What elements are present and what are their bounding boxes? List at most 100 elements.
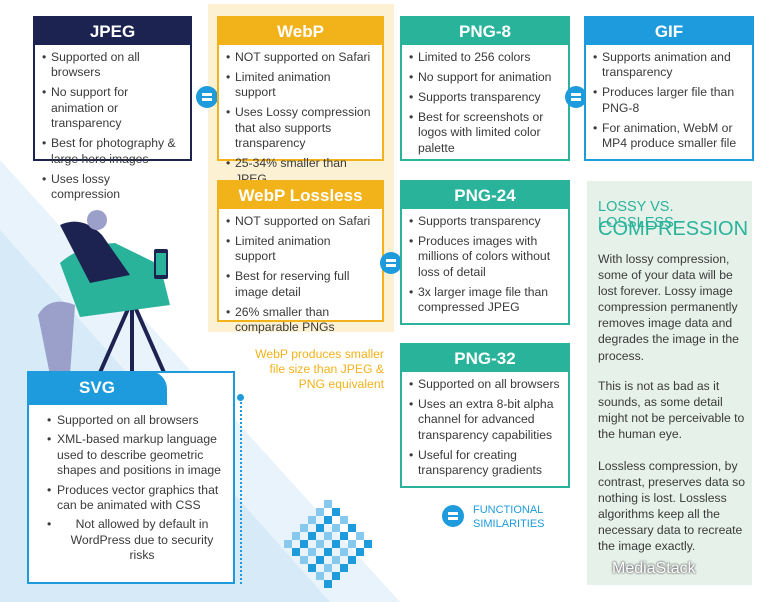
list-item: Not allowed by default in WordPress due … xyxy=(47,517,227,563)
pixel-square xyxy=(308,516,316,524)
webp-lossless-card: WebP Lossless NOT supported on Safari Li… xyxy=(217,180,384,334)
pixel-square xyxy=(300,556,308,564)
divider-dot xyxy=(237,394,244,401)
list-item: Useful for creating transparency gradien… xyxy=(409,448,560,479)
pixel-square xyxy=(292,532,300,540)
list-item: Produces larger file than PNG-8 xyxy=(593,85,744,116)
jpeg-list: Supported on all browsers No support for… xyxy=(35,45,190,211)
pixel-square xyxy=(316,524,324,532)
png8-list: Limited to 256 colors No support for ani… xyxy=(402,45,568,165)
panel-paragraph-1: With lossy compression, some of your dat… xyxy=(598,252,739,363)
gif-title: GIF xyxy=(586,18,752,45)
pixel-square xyxy=(364,540,372,548)
png32-card: PNG-32 Supported on all browsers Uses an… xyxy=(400,343,570,488)
pixel-square xyxy=(348,524,356,532)
pixel-square xyxy=(340,564,348,572)
equal-icon xyxy=(380,252,402,274)
equal-icon xyxy=(565,86,587,108)
list-item: Supported on all browsers xyxy=(47,413,227,429)
list-item: Uses lossy compression xyxy=(42,172,182,203)
pixel-square xyxy=(324,500,332,508)
list-item: NOT supported on Safari xyxy=(226,50,374,66)
gif-list: Supports animation and transparency Prod… xyxy=(586,45,752,160)
png32-title: PNG-32 xyxy=(402,345,568,372)
pixel-square xyxy=(308,532,316,540)
pixel-square xyxy=(340,532,348,540)
list-item: 26% smaller than comparable PNGs xyxy=(226,305,374,336)
pixel-square xyxy=(316,572,324,580)
photographer-illustration xyxy=(38,210,170,380)
functional-similarities-legend: FUNCTIONAL SIMILARITIES xyxy=(473,503,545,531)
dotted-divider xyxy=(240,398,242,584)
webp-card: WebP NOT supported on Safari Limited ani… xyxy=(217,16,384,186)
png24-list: Supports transparency Produces images wi… xyxy=(402,209,568,324)
png32-list: Supported on all browsers Uses an extra … xyxy=(402,372,568,487)
pixel-square xyxy=(348,540,356,548)
legend-line-2: SIMILARITIES xyxy=(473,518,545,530)
jpeg-card: JPEG Supported on all browsers No suppor… xyxy=(33,16,192,201)
pixel-square xyxy=(356,548,364,556)
list-item: Uses an extra 8-bit alpha channel for ad… xyxy=(409,397,560,443)
list-item: No support for animation or transparency xyxy=(42,85,182,131)
pixel-square xyxy=(308,564,316,572)
pixel-square xyxy=(356,532,364,540)
list-item: Best for reserving full image detail xyxy=(226,269,374,300)
lossy-vs-lossless-panel: LOSSY VS. LOSSLESS COMPRESSION With loss… xyxy=(587,181,752,585)
panel-title-line-2: COMPRESSION xyxy=(598,218,749,240)
list-item: Best for photography & large hero images xyxy=(42,136,182,167)
list-item: 3x larger image file than compressed JPE… xyxy=(409,285,560,316)
png8-title: PNG-8 xyxy=(402,18,568,45)
equal-icon xyxy=(442,505,464,527)
panel-paragraph-3: Lossless compression, by contrast, prese… xyxy=(598,459,745,554)
pixel-square xyxy=(324,580,332,588)
pixel-square xyxy=(292,548,300,556)
list-item: Limited animation support xyxy=(226,234,374,265)
pixel-square xyxy=(308,548,316,556)
legend-line-1: FUNCTIONAL xyxy=(473,504,544,516)
list-item: Uses Lossy compression that also support… xyxy=(226,105,374,151)
pixel-square xyxy=(284,540,292,548)
png24-title: PNG-24 xyxy=(402,182,568,209)
pixel-square xyxy=(316,540,324,548)
list-item: Best for screenshots or logos with limit… xyxy=(409,110,560,156)
list-item: Produces vector graphics that can be ani… xyxy=(47,483,227,514)
webp-note: WebP produces smaller file size than JPE… xyxy=(255,347,384,391)
list-item: Limited to 256 colors xyxy=(409,50,560,66)
watermark: MediaStack xyxy=(612,560,696,577)
pixel-square xyxy=(316,508,324,516)
pixel-square xyxy=(348,556,356,564)
list-item: Supported on all browsers xyxy=(409,377,560,393)
pixel-square xyxy=(316,556,324,564)
pixel-square xyxy=(324,516,332,524)
svg-list: Supported on all browsers XML-based mark… xyxy=(29,373,233,564)
svg-card: Supported on all browsers XML-based mark… xyxy=(27,371,235,584)
jpeg-title: JPEG xyxy=(35,18,190,45)
list-item: For animation, WebM or MP4 produce small… xyxy=(593,121,744,152)
pixel-square xyxy=(340,516,348,524)
webp-lossless-title: WebP Lossless xyxy=(219,182,382,209)
webp-list: NOT supported on Safari Limited animatio… xyxy=(219,45,382,196)
png8-card: PNG-8 Limited to 256 colors No support f… xyxy=(400,16,570,161)
pixel-square xyxy=(332,524,340,532)
pixel-square xyxy=(300,524,308,532)
webp-title: WebP xyxy=(219,18,382,45)
list-item: Supported on all browsers xyxy=(42,50,182,81)
list-item: NOT supported on Safari xyxy=(226,214,374,230)
pixel-square xyxy=(332,572,340,580)
list-item: Supports transparency xyxy=(409,214,560,230)
pixel-pattern-graphic xyxy=(284,500,372,588)
panel-title-line-1: LOSSY VS. LOSSLESS xyxy=(598,199,674,231)
gif-card: GIF Supports animation and transparency … xyxy=(584,16,754,161)
pixel-square xyxy=(324,532,332,540)
list-item: Produces images with millions of colors … xyxy=(409,234,560,280)
png24-card: PNG-24 Supports transparency Produces im… xyxy=(400,180,570,325)
pixel-square xyxy=(332,508,340,516)
svg-title: SVG xyxy=(27,371,167,405)
pixel-square xyxy=(324,548,332,556)
list-item: No support for animation xyxy=(409,70,560,86)
pixel-square xyxy=(332,556,340,564)
pixel-square xyxy=(332,540,340,548)
pixel-square xyxy=(340,548,348,556)
panel-paragraph-2: This is not as bad as it sounds, as some… xyxy=(598,379,745,442)
webp-lossless-list: NOT supported on Safari Limited animatio… xyxy=(219,209,382,344)
